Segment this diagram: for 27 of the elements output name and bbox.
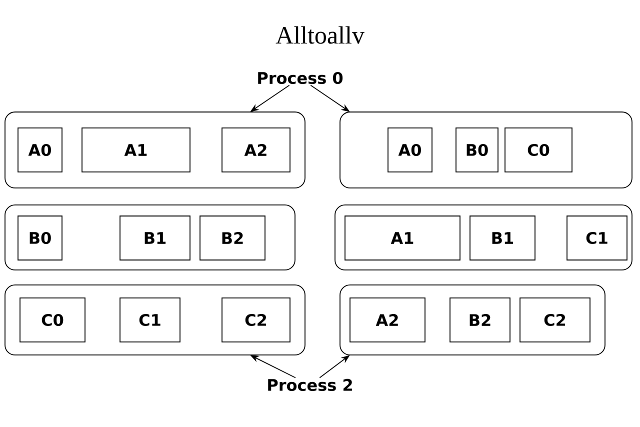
block-box: C2 xyxy=(520,298,590,342)
rounded-panel xyxy=(4,112,306,188)
title: Alltoallv xyxy=(276,26,364,44)
block-box: C2 xyxy=(222,298,290,342)
rounded-panel xyxy=(4,204,296,270)
block-box: A0 xyxy=(388,128,432,172)
block-box: B2 xyxy=(200,216,266,260)
block-box: B1 xyxy=(470,216,536,260)
block-box: A1 xyxy=(344,216,460,260)
block-box: A2 xyxy=(222,128,290,172)
block-box: C1 xyxy=(566,216,628,260)
block-box: B1 xyxy=(120,216,190,260)
block-box: B0 xyxy=(456,128,498,172)
block-box: A2 xyxy=(350,298,426,342)
block-box: C1 xyxy=(120,298,180,342)
process-label: Process 2 xyxy=(268,378,352,392)
rounded-panel xyxy=(340,112,632,188)
block-box: A1 xyxy=(82,128,190,172)
process-label: Process 0 xyxy=(258,72,343,84)
block-box: C0 xyxy=(20,298,86,342)
rounded-panel xyxy=(334,204,632,270)
rounded-panel xyxy=(4,284,306,356)
block-box: A0 xyxy=(18,128,62,172)
block-box: B0 xyxy=(18,216,62,260)
block-box: C0 xyxy=(504,128,572,172)
rounded-panel xyxy=(340,284,606,356)
block-box: B2 xyxy=(450,298,510,342)
